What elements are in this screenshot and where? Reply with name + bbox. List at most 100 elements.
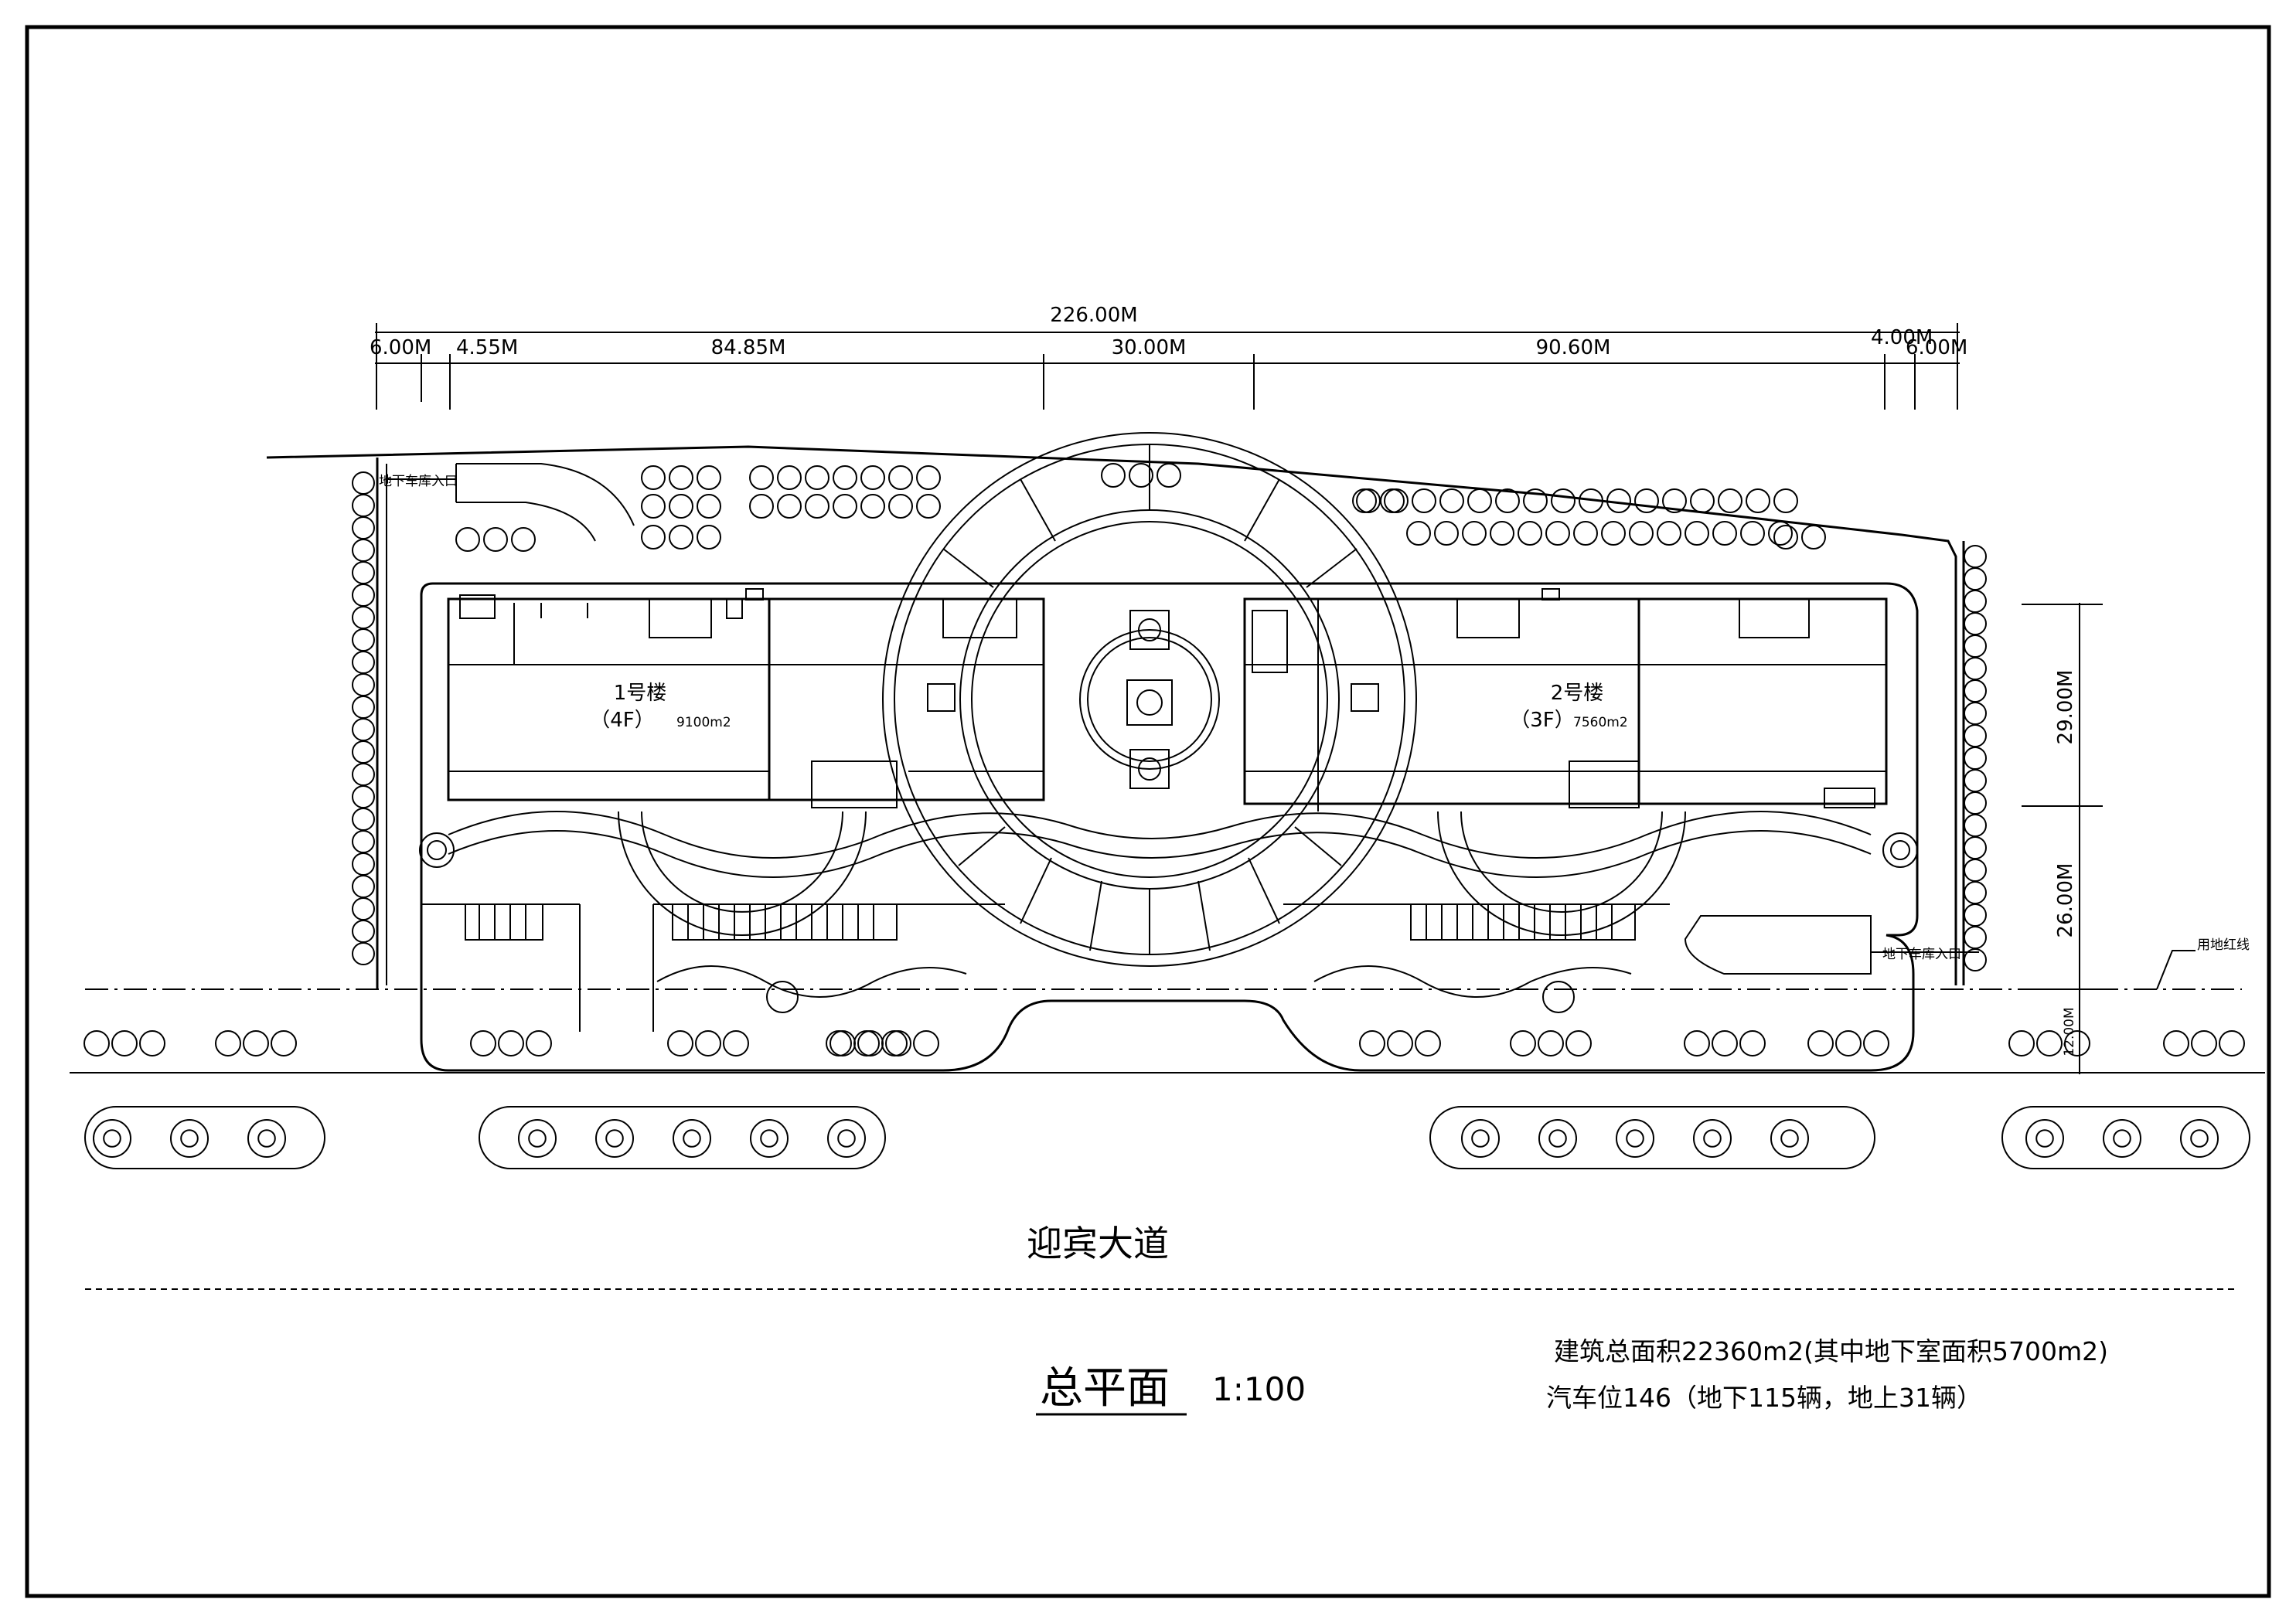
- dimension-seg-7: 6.00M: [1906, 336, 1967, 359]
- tree-symbol: [2219, 1030, 2245, 1056]
- dimension-ticks: [376, 323, 1958, 410]
- tree-symbol: [1662, 488, 1687, 513]
- right-dimension-chain: 29.00M 26.00M 12.00M: [2022, 603, 2103, 1074]
- tree-symbol: [1462, 521, 1487, 546]
- tree-symbol: [1964, 859, 1987, 882]
- tree-symbol: [1359, 1030, 1385, 1056]
- tree-symbol: [470, 1030, 496, 1056]
- tree-symbol: [913, 1030, 939, 1056]
- tree-symbol: [1490, 521, 1514, 546]
- tree-symbol: [1964, 724, 1987, 747]
- tree-symbol: [352, 651, 375, 674]
- tree-symbol: [518, 1119, 557, 1158]
- tree-symbol: [1606, 488, 1631, 513]
- tree-symbol: [2190, 1129, 2209, 1148]
- drawing-title: 总平面: [1040, 1363, 1170, 1414]
- tree-symbol: [641, 465, 666, 490]
- tree-symbol: [1739, 1030, 1766, 1056]
- dimension-seg-5: 90.60M: [1536, 336, 1611, 359]
- building-1: 1号楼 （4F） 9100m2: [447, 588, 1045, 808]
- tree-symbol: [916, 494, 941, 519]
- tree-symbol: [1712, 521, 1737, 546]
- tree-symbol: [352, 718, 375, 741]
- tree-symbol: [1693, 1119, 1732, 1158]
- tree-symbol: [833, 494, 857, 519]
- tree-symbol: [595, 1119, 634, 1158]
- tree-symbol: [257, 1129, 276, 1148]
- tree-symbol: [1461, 1119, 1500, 1158]
- tree-symbol: [829, 1030, 856, 1056]
- tree-symbol: [498, 1030, 524, 1056]
- tree-symbol: [1964, 791, 1987, 815]
- road: 迎宾大道: [70, 1072, 2265, 1290]
- tree-symbol: [170, 1119, 209, 1158]
- tree-symbol: [1835, 1030, 1862, 1056]
- tree-symbol: [669, 465, 693, 490]
- tree-symbol: [139, 1030, 165, 1056]
- tree-symbol: [1773, 525, 1798, 550]
- parking-row-3: [1410, 903, 1636, 941]
- tree-symbol: [1573, 521, 1598, 546]
- landscape-paths: [419, 811, 1918, 1032]
- tree-symbol: [2180, 1119, 2219, 1158]
- building-2: 2号楼 （3F） 7560m2: [1243, 588, 1888, 812]
- tree-symbol: [827, 1119, 866, 1158]
- tree-symbol: [1964, 747, 1987, 770]
- tree-symbol: [673, 1119, 711, 1158]
- tree-symbol: [695, 1030, 721, 1056]
- tree-symbol: [455, 527, 480, 552]
- tree-symbol: [1964, 702, 1987, 725]
- tree-symbol: [641, 525, 666, 550]
- note-area: 建筑总面积22360m2(其中地下室面积5700m2): [1554, 1336, 2108, 1366]
- tree-symbol: [1387, 1030, 1413, 1056]
- tree-symbol: [1434, 521, 1459, 546]
- tree-symbol: [888, 465, 913, 490]
- tree-symbol: [1684, 1030, 1710, 1056]
- tree-symbol: [83, 1030, 110, 1056]
- tree-symbol: [777, 494, 802, 519]
- top-dimension-chain: 226.00M 6.00M 4.55M 84.85M 30.00M 90.60M…: [370, 304, 1967, 410]
- property-line-label: 用地红线: [2197, 937, 2250, 953]
- tree-symbol: [1964, 948, 1987, 971]
- dimension-seg-4: 30.00M: [1112, 336, 1187, 359]
- tree-symbol: [1964, 657, 1987, 680]
- tree-symbol: [697, 525, 721, 550]
- tree-symbol: [749, 494, 774, 519]
- tree-symbol: [352, 516, 375, 539]
- tree-symbol: [1518, 521, 1542, 546]
- tree-symbol: [1780, 1129, 1799, 1148]
- tree-symbol: [180, 1129, 199, 1148]
- tree-symbol: [667, 1030, 693, 1056]
- tree-symbol: [1740, 521, 1765, 546]
- tree-symbol: [1964, 769, 1987, 792]
- tree-symbol: [1356, 488, 1381, 513]
- tree-symbol: [860, 465, 885, 490]
- tree-symbol: [352, 920, 375, 943]
- tree-symbol: [1634, 488, 1659, 513]
- tree-symbol: [1157, 463, 1181, 488]
- tree-symbol: [723, 1030, 749, 1056]
- building-2-floors: （3F）: [1510, 709, 1575, 732]
- tree-symbol: [1685, 521, 1709, 546]
- tree-symbol: [1629, 521, 1654, 546]
- fountain-features: [1126, 610, 1173, 789]
- tree-symbol: [1768, 521, 1793, 546]
- tree-symbol: [1129, 463, 1153, 488]
- garage-ramp-top: 地下车库入口: [379, 463, 635, 542]
- parking-row-2: [672, 903, 898, 941]
- tree-symbol: [352, 471, 375, 495]
- tree-symbol: [1545, 521, 1570, 546]
- tree-symbol: [697, 494, 721, 519]
- dimension-seg-3: 84.85M: [711, 336, 786, 359]
- note-parking: 汽车位146（地下115辆，地上31辆）: [1546, 1383, 1982, 1413]
- site-boundary: 用地红线: [85, 445, 2250, 990]
- title-block: 总平面 1:100 建筑总面积22360m2(其中地下室面积5700m2) 汽车…: [1036, 1336, 2108, 1416]
- tree-symbol: [1964, 926, 1987, 949]
- tree-symbol: [1538, 1119, 1577, 1158]
- tree-symbol: [526, 1030, 552, 1056]
- tree-symbol: [528, 1129, 547, 1148]
- tree-symbol: [1801, 525, 1826, 550]
- tree-symbol: [1626, 1129, 1644, 1148]
- tree-symbol: [888, 494, 913, 519]
- tree-symbol: [750, 1119, 789, 1158]
